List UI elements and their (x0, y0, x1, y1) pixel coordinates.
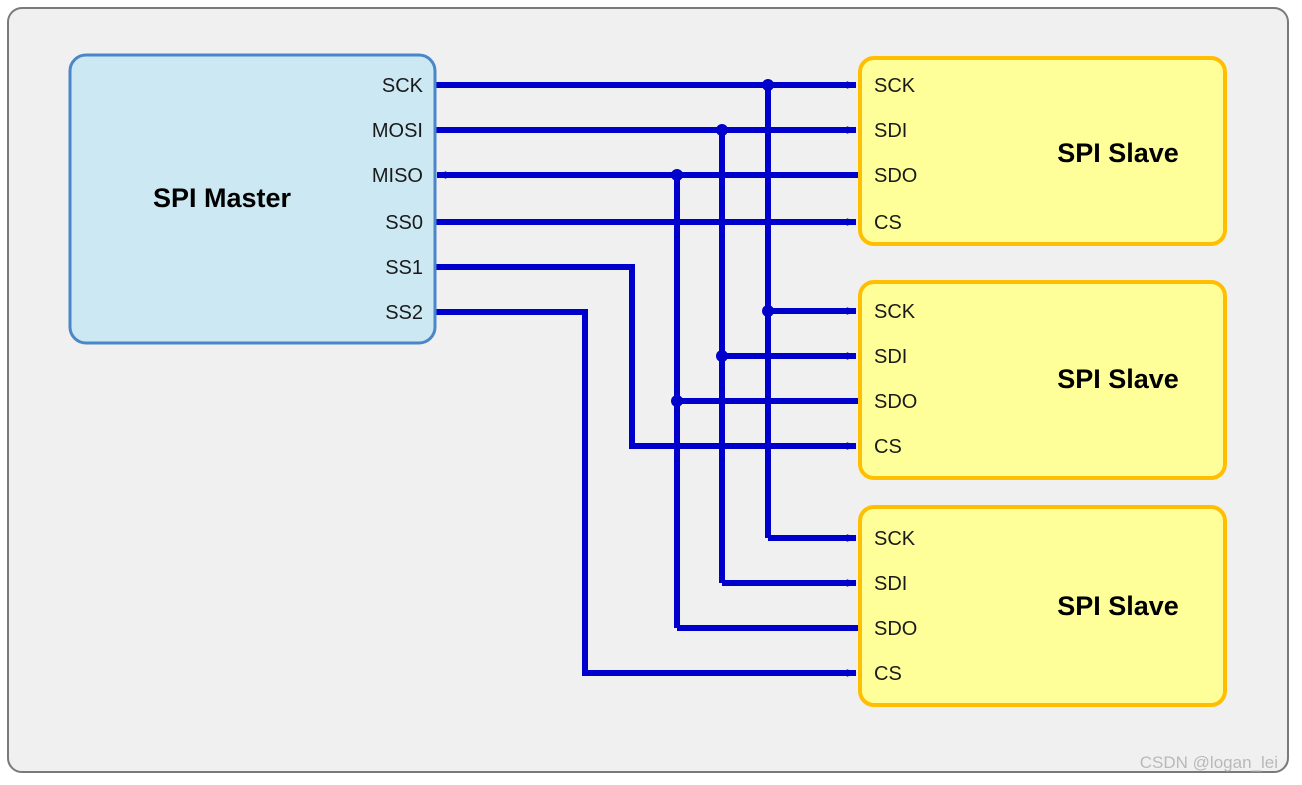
slave-2-block[interactable]: SPI Slave SCK SDI SDO CS (858, 280, 1227, 480)
slave-1-block[interactable]: SPI Slave SCK SDI SDO CS (858, 56, 1227, 246)
slave-1-block-rect (858, 56, 1227, 246)
slave-2-pin-sdi: SDI (874, 346, 907, 368)
junction-dot (671, 169, 683, 181)
slave-1-pin-sdi: SDI (874, 120, 907, 142)
junction-dot (716, 350, 728, 362)
csdn-watermark: CSDN @logan_lei (1140, 753, 1278, 772)
slave-3-pin-sdi: SDI (874, 573, 907, 595)
slave-2-pin-cs: CS (874, 436, 902, 458)
wire-ss2-net (435, 309, 857, 677)
master-pin-ss0: SS0 (385, 212, 423, 234)
slave-1-pin-sck: SCK (874, 75, 916, 97)
master-pin-sck: SCK (382, 75, 424, 97)
slave-2-block-title: SPI Slave (1057, 364, 1179, 394)
master-pin-miso: MISO (372, 165, 423, 187)
junction-dot (762, 79, 774, 91)
slave-2-block-rect (858, 280, 1227, 480)
master-pin-mosi: MOSI (372, 120, 423, 142)
master-pin-ss1: SS1 (385, 257, 423, 279)
slave-3-pin-sdo: SDO (874, 618, 917, 640)
slave-2-pin-sdo: SDO (874, 391, 917, 413)
slave-1-pin-sdo: SDO (874, 165, 917, 187)
spi-master-block-title: SPI Master (153, 183, 292, 213)
slave-3-pin-cs: CS (874, 663, 902, 685)
spi-master-block-rect (68, 53, 437, 345)
wire-layer (435, 81, 860, 677)
junction-dot (671, 395, 683, 407)
slave-1-block-title: SPI Slave (1057, 138, 1179, 168)
junction-dot (716, 124, 728, 136)
slave-3-block-rect (858, 505, 1227, 707)
junction-dot (762, 305, 774, 317)
slave-3-block-title: SPI Slave (1057, 591, 1179, 621)
slave-3-block[interactable]: SPI Slave SCK SDI SDO CS (858, 505, 1227, 707)
slave-2-pin-sck: SCK (874, 301, 916, 323)
master-pin-ss2: SS2 (385, 302, 423, 324)
slave-1-pin-cs: CS (874, 212, 902, 234)
slave-3-pin-sck: SCK (874, 528, 916, 550)
wire-ss1-net (435, 264, 857, 450)
junction-layer (671, 79, 774, 407)
